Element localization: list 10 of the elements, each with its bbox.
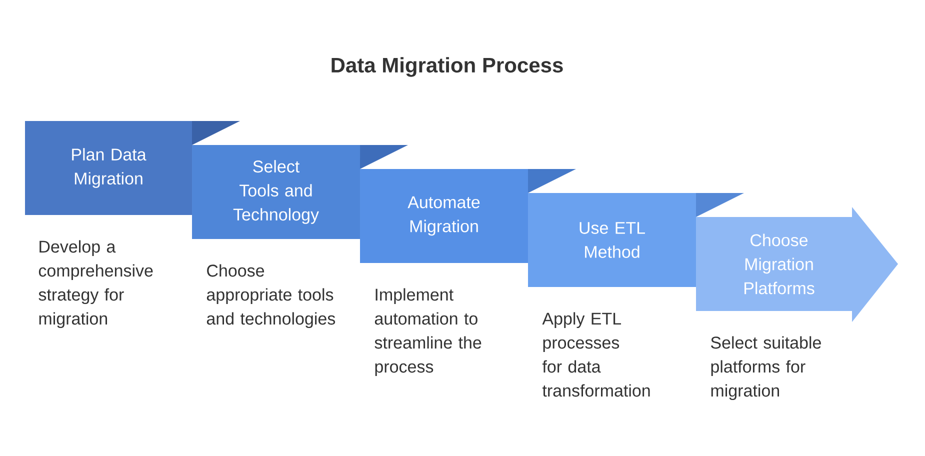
description-text: Choose appropriate tools and technologies: [206, 264, 336, 328]
title: Data Migration Process: [332, 57, 563, 77]
description-text: Apply ETL processes for data transformation: [542, 312, 650, 397]
description-text: Select suitable platforms for migration: [710, 336, 821, 400]
step-box: Plan Data Migration: [25, 121, 192, 215]
step-box: Use ETL Method: [528, 193, 696, 287]
description-text: Implement automation to streamline the process: [374, 288, 482, 376]
step-box: Automate Migration: [360, 169, 528, 263]
step-box: Select Tools and Technology: [192, 145, 360, 239]
description-text: Develop a comprehensive strategy for migration: [38, 240, 153, 328]
